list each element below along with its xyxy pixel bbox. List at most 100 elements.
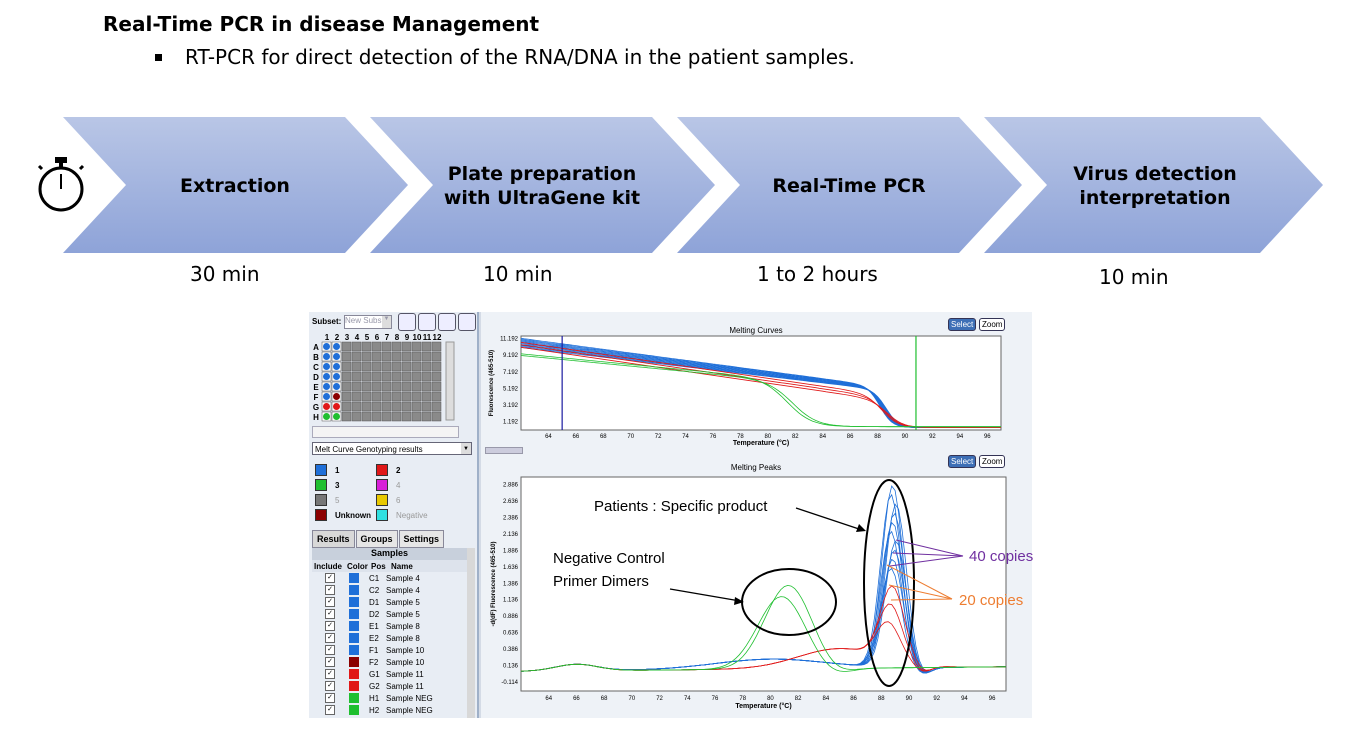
include-checkbox[interactable]: ✓ (325, 609, 335, 619)
include-checkbox[interactable]: ✓ (325, 657, 335, 667)
tab-settings[interactable]: Settings (398, 530, 445, 548)
plate-row-label: F (314, 393, 319, 402)
plate-col-label: 6 (375, 333, 380, 342)
splitter-handle[interactable] (485, 447, 523, 454)
include-checkbox[interactable]: ✓ (325, 597, 335, 607)
sample-name: Sample 8 (386, 621, 420, 631)
include-checkbox[interactable]: ✓ (325, 573, 335, 583)
include-checkbox[interactable]: ✓ (325, 645, 335, 655)
plate-scrollbar[interactable] (312, 426, 459, 438)
plate-well (411, 361, 422, 372)
peaks-select-button[interactable]: Select (948, 455, 977, 468)
legend-item: 3 (315, 479, 339, 491)
plate-well (351, 341, 362, 352)
plot-area (520, 476, 1007, 692)
plate-well (341, 401, 352, 412)
plate-well (391, 371, 402, 382)
x-tick-label: 84 (819, 434, 826, 440)
x-tick-label: 90 (902, 434, 909, 440)
include-checkbox[interactable]: ✓ (325, 681, 335, 691)
plate-well (391, 381, 402, 392)
plate-well (351, 411, 362, 422)
plate-well (391, 411, 402, 422)
analysis-select[interactable]: Melt Curve Genotyping results ▼ (312, 442, 472, 455)
line-40-copies (895, 539, 964, 557)
sample-name: Sample 10 (386, 657, 425, 667)
melting-peaks-chart[interactable]: 2.8862.6362.3862.1361.8861.6361.3861.136… (481, 469, 1032, 718)
include-checkbox[interactable]: ✓ (325, 705, 335, 715)
plate-well (411, 371, 422, 382)
x-tick-label: 94 (957, 434, 964, 440)
plate-well (351, 381, 362, 392)
line-40-copies (892, 552, 964, 557)
legend-swatch (315, 509, 327, 521)
include-checkbox[interactable]: ✓ (325, 621, 335, 631)
include-checkbox[interactable]: ✓ (325, 669, 335, 679)
x-tick-label: 64 (545, 434, 552, 440)
plate-well (361, 371, 372, 382)
plate-well (371, 361, 382, 372)
arrow-negative (669, 588, 741, 602)
well-marker (333, 363, 340, 370)
plate-well (381, 361, 392, 372)
chevron-down-icon[interactable]: ▼ (382, 316, 391, 328)
curves-select-button[interactable]: Select (948, 318, 977, 331)
plate-well (381, 371, 392, 382)
line-20-copies (890, 598, 953, 601)
zoom-in-button[interactable] (438, 313, 456, 331)
x-tick-label: 90 (906, 696, 913, 702)
zoom-search-button[interactable] (418, 313, 436, 331)
x-tick-label: 80 (765, 434, 772, 440)
legend-item: 5 (315, 494, 339, 506)
sample-pos: D2 (369, 609, 380, 619)
sample-color (349, 645, 359, 655)
include-checkbox[interactable]: ✓ (325, 585, 335, 595)
tab-groups[interactable]: Groups (355, 530, 398, 548)
plate-well (421, 381, 432, 392)
x-tick-label: 96 (984, 434, 991, 440)
include-checkbox[interactable]: ✓ (325, 633, 335, 643)
plate-well (431, 371, 442, 382)
chevron-extraction (63, 117, 408, 253)
samples-scrollbar[interactable] (467, 548, 475, 718)
well-marker (333, 393, 340, 400)
x-tick-label: 64 (545, 696, 552, 702)
plate-well (401, 391, 412, 402)
peaks-zoom-button[interactable]: Zoom (979, 455, 1006, 468)
include-checkbox[interactable]: ✓ (325, 693, 335, 703)
subset-select[interactable]: New Subs ▼ (344, 315, 392, 329)
tab-results[interactable]: Results (312, 530, 355, 548)
plate-well (391, 341, 402, 352)
duration-plate-preparation: 10 min (483, 262, 553, 286)
plate-well (391, 351, 402, 362)
plate-col-label: 4 (355, 333, 360, 342)
plate-well (391, 361, 402, 372)
print-button[interactable] (398, 313, 416, 331)
plate-well (381, 381, 392, 392)
well-marker (323, 413, 330, 420)
chevron-down-icon[interactable]: ▼ (461, 443, 471, 454)
sample-pos: E2 (369, 633, 379, 643)
plate-well (361, 411, 372, 422)
plate-well (341, 371, 352, 382)
sample-color (349, 633, 359, 643)
y-tick-label: -0.114 (501, 680, 518, 686)
curves-zoom-button[interactable]: Zoom (979, 318, 1006, 331)
sample-color (349, 621, 359, 631)
x-tick-label: 94 (961, 696, 968, 702)
zoom-out-button[interactable] (458, 313, 476, 331)
